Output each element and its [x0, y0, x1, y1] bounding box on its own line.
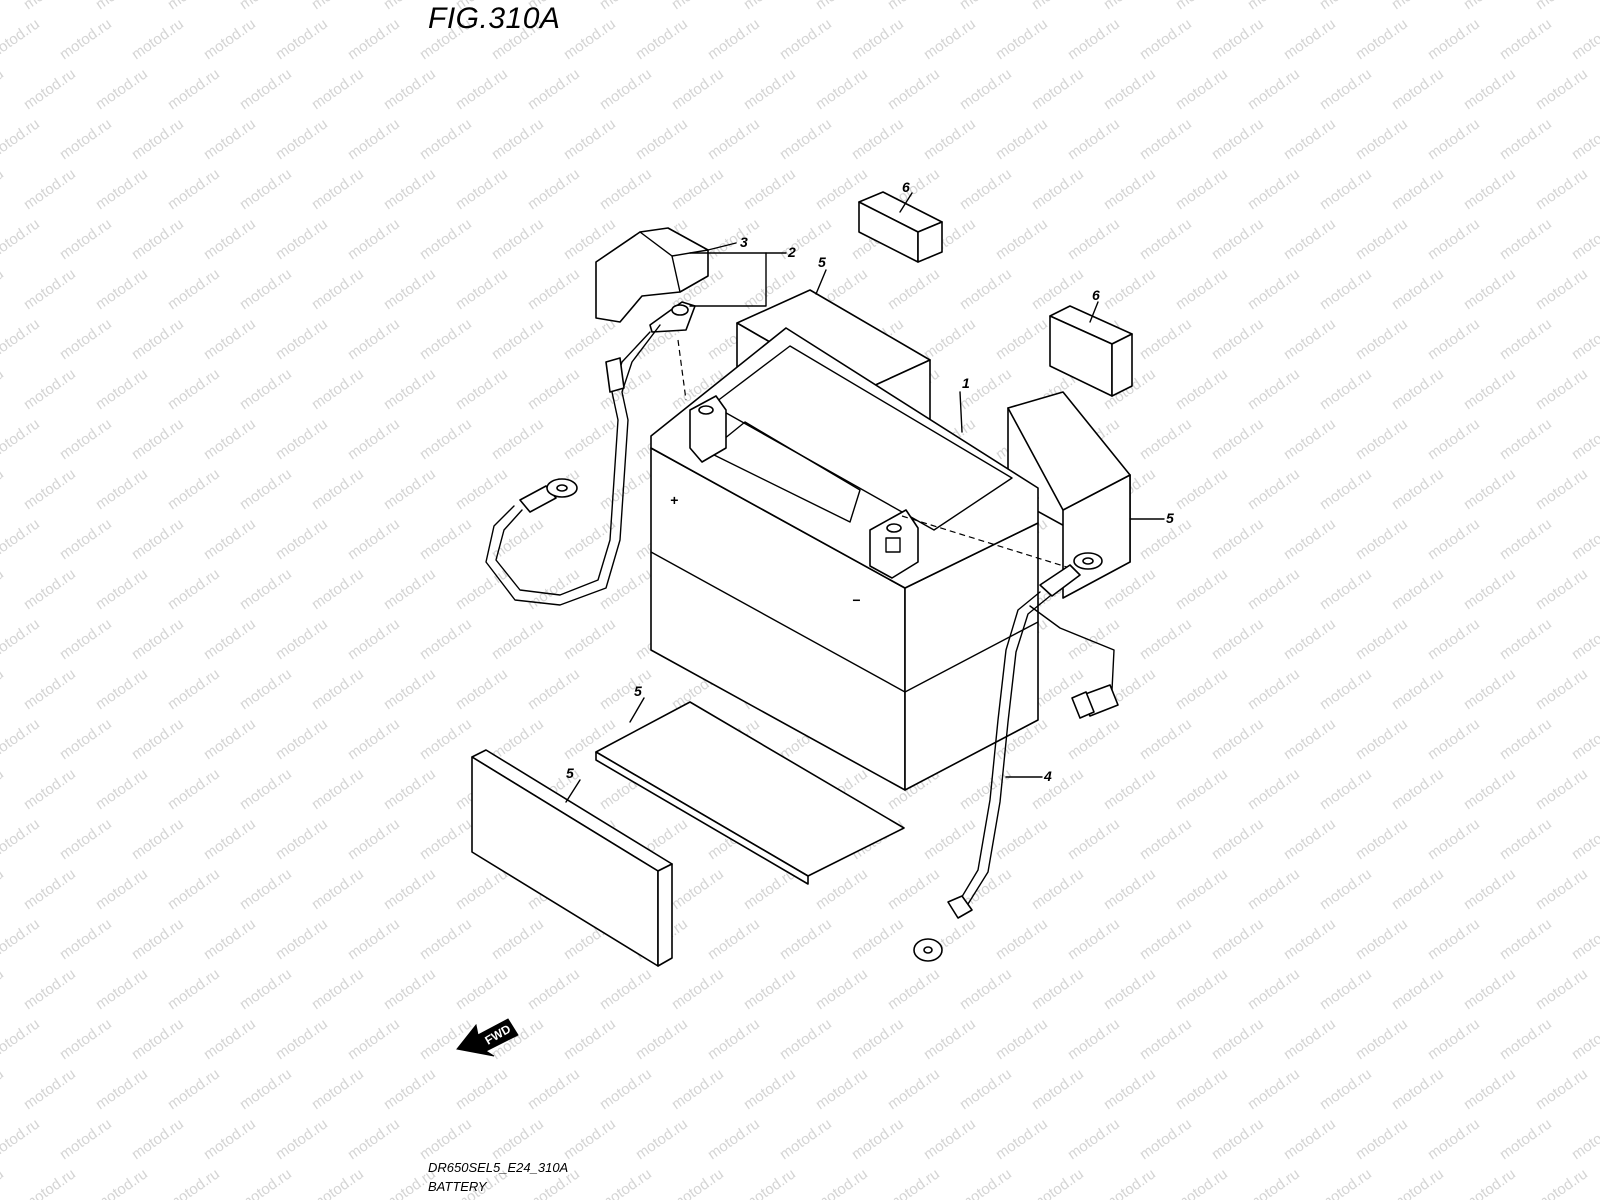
callout-4: 4 [1043, 768, 1052, 784]
assembly-line-positive [677, 339, 687, 401]
callout-leaders [565, 192, 1165, 803]
battery-pad-front [471, 749, 673, 967]
spacer-top [858, 191, 943, 263]
figure-title: FIG.310A [428, 2, 561, 35]
callout-5-upper: 5 [818, 254, 826, 270]
battery [650, 327, 1039, 791]
battery-pad-bottom [595, 701, 905, 885]
callout-2: 2 [787, 244, 796, 260]
callout-5-bottom: 5 [634, 683, 642, 699]
callout-6-right: 6 [1092, 287, 1100, 303]
callout-5-front: 5 [566, 765, 574, 781]
forward-arrow: FWD [456, 1018, 519, 1057]
spacer-right [1049, 305, 1133, 397]
callout-6-top: 6 [902, 179, 910, 195]
callout-3: 3 [740, 234, 748, 250]
negative-terminal-mark: − [852, 592, 860, 608]
figure-code: DR650SEL5_E24_310A [428, 1160, 569, 1175]
callout-1: 1 [962, 375, 970, 391]
terminal-cover [595, 227, 709, 323]
negative-lead [901, 515, 1119, 962]
callout-5-right: 5 [1166, 510, 1174, 526]
positive-terminal-mark: + [670, 492, 678, 508]
figure-name: BATTERY [428, 1179, 487, 1194]
positive-lead [485, 301, 696, 606]
